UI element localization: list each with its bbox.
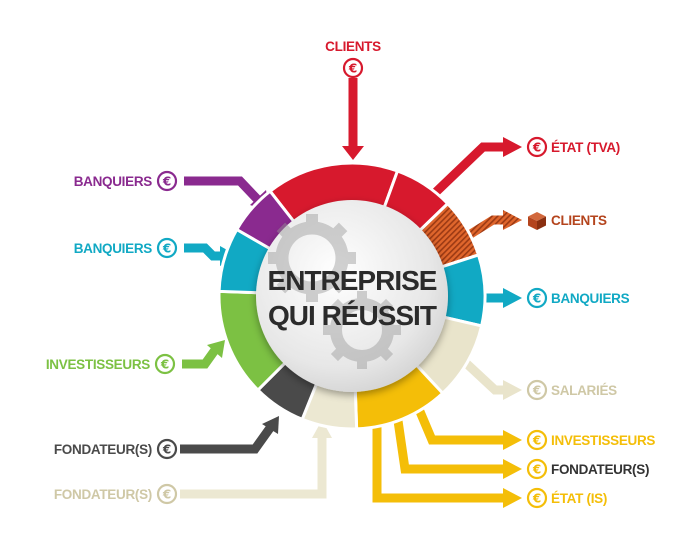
arrow-clients-in [342,78,364,160]
arrow-investisseurs-in [182,340,225,369]
label-clients-goods: CLIENTS [551,213,607,228]
svg-text:€: € [532,383,541,397]
label-etat-is: ÉTAT (IS) [551,491,607,506]
svg-text:€: € [162,241,171,255]
svg-text:€: € [162,442,171,456]
euro-circle-icon: € [156,438,178,460]
svg-text:€: € [532,491,541,505]
svg-text:€: € [532,291,541,305]
center-disc: ENTREPRISE QUI RÉUSSIT [256,200,448,392]
label-banquiers-cyan: BANQUIERS [74,241,153,256]
center-title-line-2: QUI RÉUSSIT [268,300,437,331]
euro-circle-icon: € [156,237,178,259]
euro-circle-icon: € [526,379,548,401]
label-investisseurs-out: INVESTISSEURS [551,433,655,448]
center-title-line-1: ENTREPRISE [268,265,437,296]
arrow-fondateurs-cream-in [180,420,332,499]
euro-circle-icon: € [526,287,548,309]
euro-circle-icon: € [526,487,548,509]
arrow-fondateurs-dark-in [180,416,279,454]
svg-text:€: € [532,140,541,154]
svg-text:€: € [532,433,541,447]
label-clients-top: CLIENTS [325,39,381,54]
svg-text:€: € [348,61,357,75]
label-salaries: SALARIÉS [551,383,617,398]
flow-labels: CLIENTS € € ÉTAT (TVA) CLIENTS € BANQUIERS € SAL… [46,39,656,509]
label-investisseurs-in: INVESTISSEURS [46,357,150,372]
arrow-fondateurs-out [390,399,522,479]
gears-icon [268,214,401,369]
box-icon [528,212,546,230]
euro-circle-icon: € [154,353,176,375]
euro-circle-icon: € [526,136,548,158]
svg-text:€: € [162,174,171,188]
label-fondateurs-out: FONDATEUR(S) [551,462,649,477]
euro-circle-icon: € [156,483,178,505]
label-fondateurs-cream: FONDATEUR(S) [54,487,152,502]
euro-circle-icon: € [156,170,178,192]
euro-circle-icon: € [526,458,548,480]
svg-text:€: € [162,487,171,501]
arrow-etat-is-out [372,402,522,508]
svg-text:€: € [160,357,169,371]
svg-text:€: € [532,462,541,476]
euro-circle-icon: € [342,57,364,79]
label-banquiers-out: BANQUIERS [551,291,630,306]
euro-circle-icon: € [526,429,548,451]
label-banquiers-purple: BANQUIERS [74,174,153,189]
label-fondateurs-in: FONDATEUR(S) [54,442,152,457]
label-etat-tva: ÉTAT (TVA) [551,140,620,155]
